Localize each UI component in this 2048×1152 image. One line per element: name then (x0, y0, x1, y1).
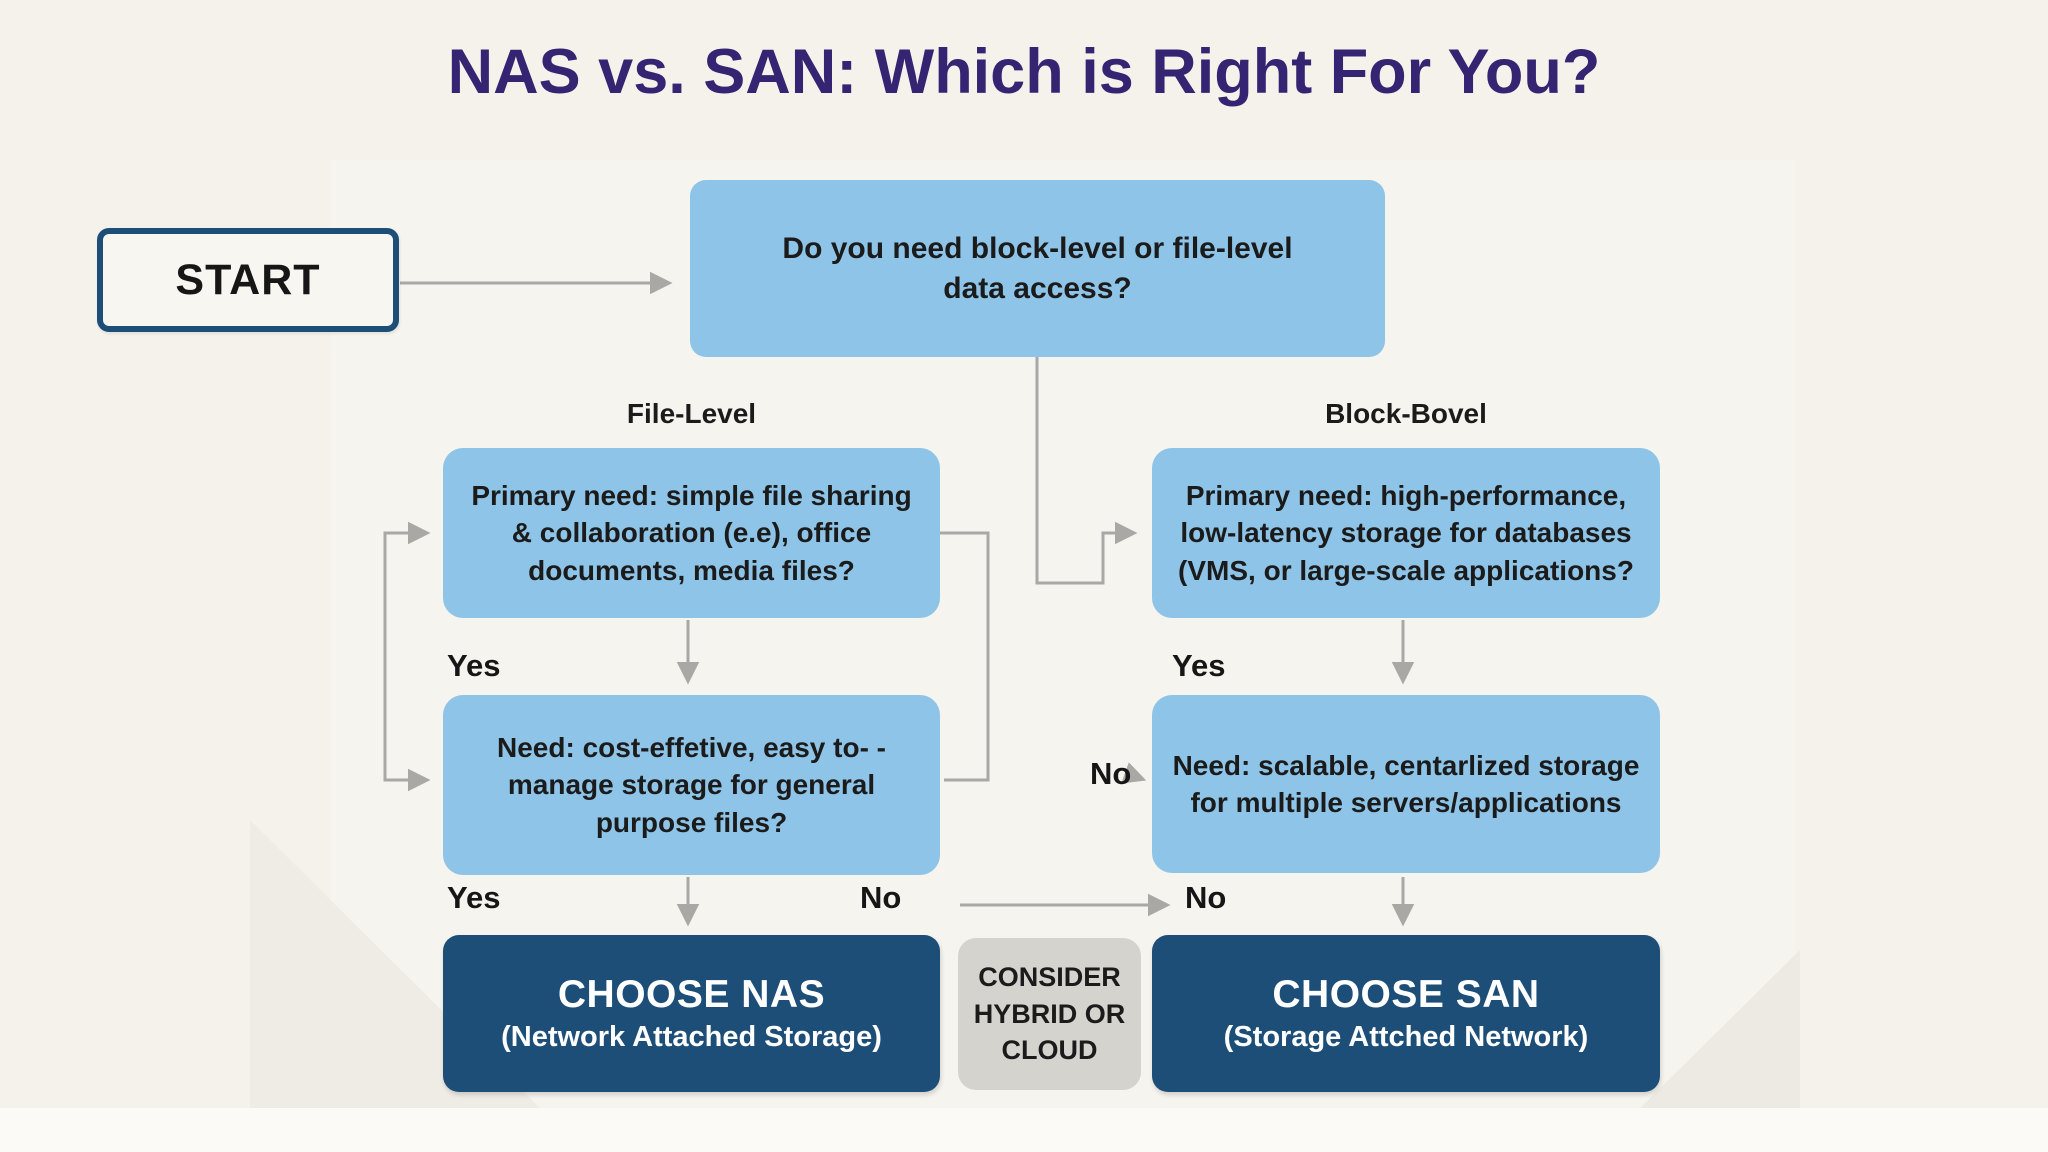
edge-label-no-left-2: No (860, 880, 902, 915)
san-question-1-node: Primary need: high-performance, low-late… (1152, 448, 1660, 618)
result-choose-san-node: CHOOSE SAN (Storage Attched Network) (1152, 935, 1660, 1092)
nas-question-2-node: Need: cost-effetive, easy to- -manage st… (443, 695, 940, 875)
edge-label-yes-right-1: Yes (1172, 648, 1226, 683)
decor-triangle-right (1640, 950, 1800, 1108)
san-question-2-node: Need: scalable, centarlized storage for … (1152, 695, 1660, 873)
choose-san-title: CHOOSE SAN (1272, 973, 1540, 1016)
result-choose-nas-node: CHOOSE NAS (Network Attached Storage) (443, 935, 940, 1092)
san-question-2-text: Need: scalable, centarlized storage for … (1172, 749, 1640, 818)
edge-label-no-right-2: No (1185, 880, 1227, 915)
branch-label-file-level: File-Level (626, 398, 757, 429)
nas-question-1-node: Primary need: simple file sharing & coll… (443, 448, 940, 618)
start-node: START (97, 228, 399, 332)
edge-label-yes-left-2: Yes (447, 880, 501, 915)
hybrid-cloud-text: CONSIDER HYBRID OR CLOUD (973, 962, 1126, 1066)
result-hybrid-cloud-node: CONSIDER HYBRID OR CLOUD (958, 938, 1141, 1090)
choose-nas-title: CHOOSE NAS (557, 973, 826, 1016)
choose-san-subtitle: (Storage Attched Network) (1223, 1021, 1589, 1053)
root-question-text: Do you need block-level or file-level da… (782, 231, 1293, 305)
choose-nas-subtitle: (Network Attached Storage) (501, 1021, 882, 1053)
edge-left-loop (940, 531, 990, 782)
start-node-label: START (175, 255, 321, 304)
root-question-node: Do you need block-level or file-level da… (690, 180, 1385, 357)
nas-question-2-text: Need: cost-effetive, easy to- -manage st… (497, 732, 886, 838)
edge-label-yes-left-1: Yes (447, 648, 501, 683)
nas-question-1-text: Primary need: simple file sharing & coll… (471, 480, 912, 586)
edge-question-to-block (1035, 357, 1138, 585)
decor-bottom-strip (0, 1108, 2048, 1152)
san-question-1-text: Primary need: high-performance, low-late… (1178, 480, 1634, 586)
edge-left-bracket (383, 531, 420, 782)
edge-label-no-mid-right: No (1090, 756, 1132, 791)
branch-label-block-level: Block-Bovel (1325, 398, 1487, 429)
page-title: NAS vs. SAN: Which is Right For You? (447, 37, 1601, 107)
